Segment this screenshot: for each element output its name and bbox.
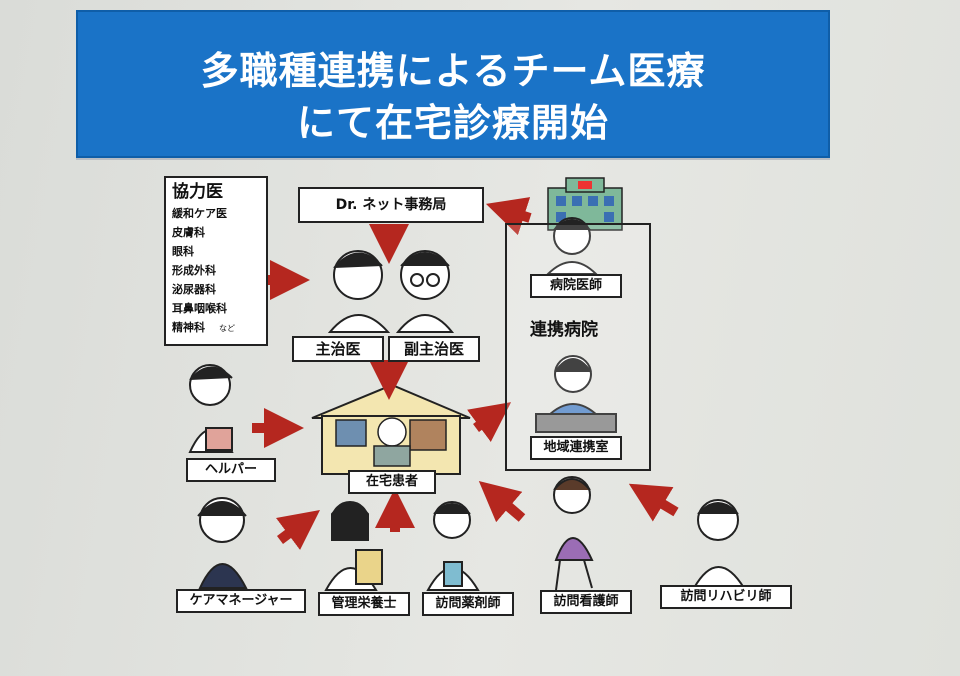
dietitian-box: 管理栄養士 [318, 592, 410, 616]
nurse-figure [553, 476, 594, 591]
coop-item: 形成外科 [172, 264, 216, 277]
arrow-caremanager-to-patient [276, 510, 320, 550]
partner-hospital-label: 連携病院 [530, 320, 598, 340]
partner-hospital-frame [505, 223, 651, 471]
pharmacist-figure [426, 501, 480, 591]
regional-office-box: 地域連携室 [530, 436, 622, 460]
rehab-figure [692, 499, 746, 589]
arrow-hospital-to-drnet [485, 197, 532, 236]
rehab-box: 訪問リハビリ師 [660, 585, 792, 609]
main-doctor-box: 主治医 [292, 336, 384, 362]
house-icon [311, 383, 471, 475]
title-line-1: 多職種連携によるチーム医療 [200, 49, 706, 93]
helper-box: ヘルパー [186, 458, 276, 482]
arrows [252, 197, 679, 550]
coop-item-label: 精神科 [172, 321, 205, 334]
arrow-pharmacist-to-patient [478, 480, 526, 523]
main-doctor-figure [327, 250, 391, 333]
coop-item: 緩和ケア医 [172, 207, 227, 220]
title-line-2: にて在宅診療開始 [296, 101, 609, 145]
dr-net-office-box: Dr. ネット事務局 [298, 187, 484, 223]
sub-doctor-figure [395, 250, 455, 333]
regional-office-figure [535, 355, 617, 433]
hospital-doctor-figure [545, 217, 599, 275]
nurse-box: 訪問看護師 [540, 590, 632, 614]
hospital-doctor-box: 病院医師 [530, 274, 622, 298]
care-manager-figure [197, 497, 248, 589]
patient-box: 在宅患者 [348, 470, 436, 494]
helper-figure [188, 364, 234, 453]
coop-item: 皮膚科 [172, 226, 205, 239]
arrow-patient-to-hospital [467, 402, 512, 442]
pharmacist-box: 訪問薬剤師 [422, 592, 514, 616]
coop-item: 眼科 [172, 245, 194, 258]
arrow-rehab-to-hospital [628, 483, 679, 522]
coop-item: 精神科 など [172, 318, 260, 338]
cooperating-doctors-title: 協力医 [172, 182, 223, 202]
title-banner: 多職種連携によるチーム医療 にて在宅診療開始 [76, 10, 830, 158]
coop-etc: など [219, 324, 235, 333]
sub-doctor-box: 副主治医 [388, 336, 480, 362]
care-manager-box: ケアマネージャー [176, 589, 306, 613]
cooperating-doctors-list: 協力医 緩和ケア医 皮膚科 眼科 形成外科 泌尿器科 耳鼻咽喉科 精神科 など [164, 176, 268, 346]
figures [188, 217, 746, 591]
coop-item: 耳鼻咽喉科 [172, 302, 227, 315]
coop-item: 泌尿器科 [172, 283, 216, 296]
dietitian-figure [324, 501, 383, 591]
